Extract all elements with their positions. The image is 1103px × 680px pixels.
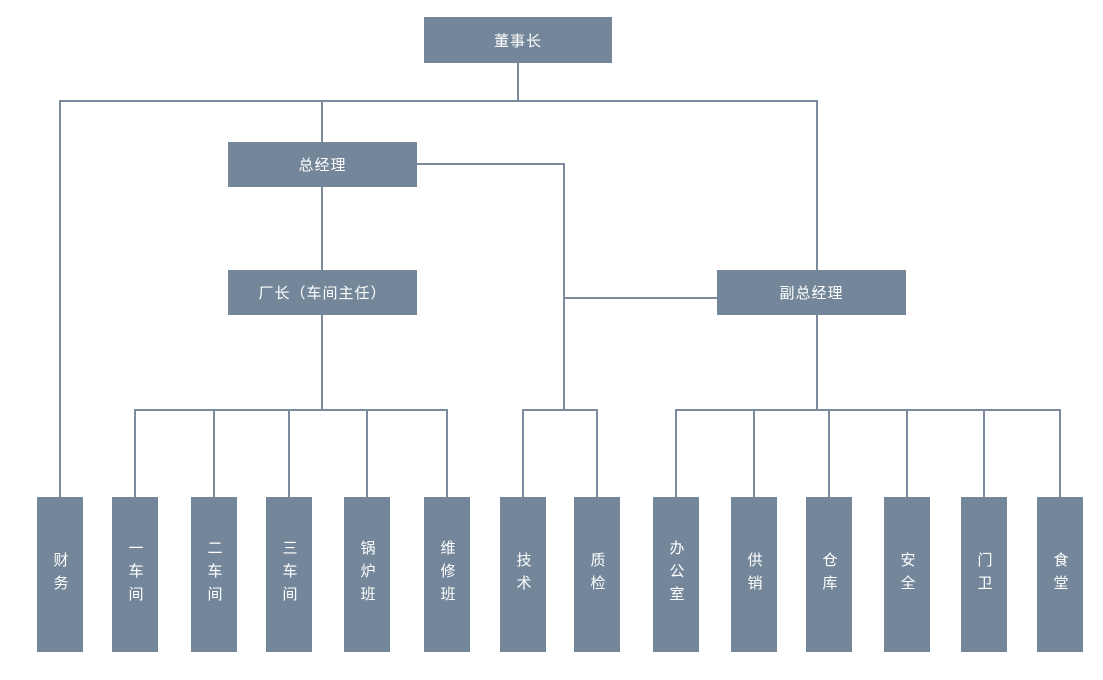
- node-finance[interactable]: 财务: [37, 497, 83, 652]
- node-warehouse-label: 仓库: [820, 551, 839, 598]
- node-office-label: 办公室: [667, 540, 686, 609]
- connector-gm-deputy-link: [563, 297, 717, 299]
- node-gate-guard[interactable]: 门卫: [961, 497, 1007, 652]
- connector-supply-drop: [753, 409, 755, 497]
- node-workshop-2-label: 二车间: [205, 540, 224, 609]
- node-general-manager-label: 总经理: [298, 156, 347, 174]
- connector-gm-drop: [321, 100, 323, 142]
- connector-deputy-down: [816, 315, 818, 411]
- connector-technology-drop: [522, 409, 524, 497]
- node-warehouse[interactable]: 仓库: [806, 497, 852, 652]
- connector-top-bus: [59, 100, 818, 102]
- node-safety[interactable]: 安全: [884, 497, 930, 652]
- connector-workshop-bus: [134, 409, 448, 411]
- connector-quality-drop: [596, 409, 598, 497]
- node-workshop-3[interactable]: 三车间: [266, 497, 312, 652]
- connector-chairman-drop: [517, 63, 519, 100]
- node-quality-inspection-label: 质检: [588, 551, 607, 598]
- node-safety-label: 安全: [898, 551, 917, 598]
- node-office[interactable]: 办公室: [653, 497, 699, 652]
- connector-maintenance-drop: [446, 409, 448, 497]
- node-technology-label: 技术: [514, 551, 533, 598]
- connector-tech-bus: [522, 409, 598, 411]
- node-gate-guard-label: 门卫: [975, 551, 994, 598]
- node-factory-director-label: 厂长（车间主任）: [258, 284, 387, 302]
- node-boiler-team[interactable]: 锅炉班: [344, 497, 390, 652]
- node-workshop-1[interactable]: 一车间: [112, 497, 158, 652]
- node-boiler-team-label: 锅炉班: [358, 540, 377, 609]
- connector-deputy-drop: [816, 100, 818, 270]
- node-finance-label: 财务: [51, 551, 70, 598]
- node-maintenance-team-label: 维修班: [438, 540, 457, 609]
- node-factory-director[interactable]: 厂长（车间主任）: [228, 270, 417, 315]
- connector-canteen-drop: [1059, 409, 1061, 497]
- connector-boiler-drop: [366, 409, 368, 497]
- node-quality-inspection[interactable]: 质检: [574, 497, 620, 652]
- node-workshop-2[interactable]: 二车间: [191, 497, 237, 652]
- connector-warehouse-drop: [828, 409, 830, 497]
- node-maintenance-team[interactable]: 维修班: [424, 497, 470, 652]
- connector-gm-factory: [321, 187, 323, 270]
- connector-factory-drop: [321, 315, 323, 411]
- connector-workshop3-drop: [288, 409, 290, 497]
- connector-gm-right-branch: [417, 163, 565, 165]
- node-supply-sales-label: 供销: [745, 551, 764, 598]
- node-canteen-label: 食堂: [1051, 551, 1070, 598]
- node-deputy-gm[interactable]: 副总经理: [717, 270, 906, 315]
- node-deputy-gm-label: 副总经理: [779, 284, 844, 302]
- node-supply-sales[interactable]: 供销: [731, 497, 777, 652]
- connector-workshop1-drop: [134, 409, 136, 497]
- node-workshop-1-label: 一车间: [126, 540, 145, 609]
- node-technology[interactable]: 技术: [500, 497, 546, 652]
- node-canteen[interactable]: 食堂: [1037, 497, 1083, 652]
- node-workshop-3-label: 三车间: [280, 540, 299, 609]
- node-general-manager[interactable]: 总经理: [228, 142, 417, 187]
- connector-workshop2-drop: [213, 409, 215, 497]
- connector-office-drop: [675, 409, 677, 497]
- connector-safety-drop: [906, 409, 908, 497]
- connector-finance-drop: [59, 100, 61, 497]
- connector-right-bus: [675, 409, 1061, 411]
- connector-branch-vertical: [563, 163, 565, 411]
- connector-gate-drop: [983, 409, 985, 497]
- node-chairman[interactable]: 董事长: [424, 17, 612, 63]
- node-chairman-label: 董事长: [493, 31, 542, 50]
